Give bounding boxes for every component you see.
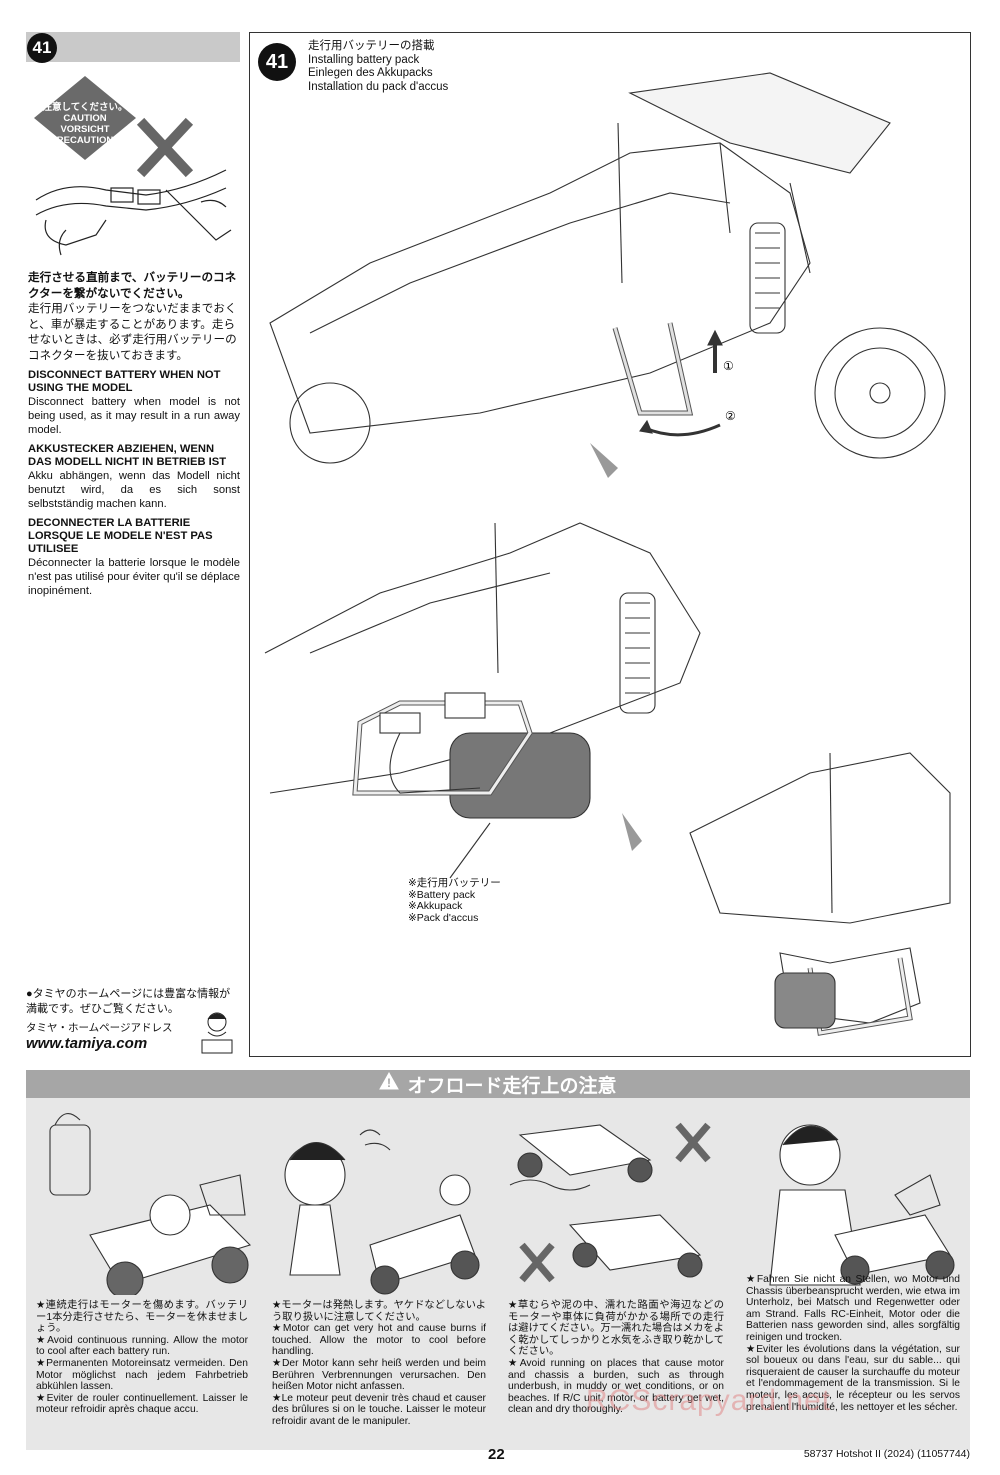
battery-label-fr: ※Pack d'accus (408, 911, 479, 924)
panel-4-de: ★Fahren Sie nicht an Stellen, wo Motor u… (746, 1274, 960, 1343)
clean-and-dry-illustration (769, 1124, 955, 1286)
footer-model-info: 58737 Hotshot II (2024) (11057744) (803, 1448, 970, 1460)
svg-text:!: ! (387, 1076, 391, 1090)
avoid-rough-terrain-illustration (509, 1122, 711, 1283)
panel-1-jp: ★連続走行はモーターを傷めます。バッテリー1本分走行させたら、モーターを休ませま… (36, 1300, 248, 1335)
battery-label-de: ※Akkupack (408, 900, 463, 912)
offroad-caution-title: オフロード走行上の注意 (407, 1075, 617, 1097)
caution-fr: PRECAUTIONS (50, 135, 120, 146)
warning-de-body: Akku abhängen, wenn das Modell nicht ben… (28, 470, 240, 510)
warning-en-body: Disconnect battery when model is not bei… (28, 396, 240, 436)
step-title-en: Installing battery pack (308, 53, 420, 66)
arrow-label-1: ① (723, 359, 734, 373)
warning-en-heading: DISCONNECT BATTERY WHEN NOT USING THE MO… (28, 369, 221, 394)
warning-triangle-icon: ! (379, 1071, 400, 1096)
panel-2-jp: ★モーターは発熱します。ヤケドなどしないよう取り扱いに注意してください。 (272, 1300, 486, 1323)
main-step-number: 41 (258, 43, 296, 81)
step-frame (249, 32, 971, 1057)
offroad-caution-header: ! オフロード走行上の注意 (26, 1070, 970, 1098)
side-warning-text: 走行させる直前まで、バッテリーのコネクターを繋がないでください。 走行用バッテリ… (28, 270, 240, 598)
caution-panel-1: ★連続走行はモーターを傷めます。バッテリー1本分走行させたら、モーターを休ませま… (36, 1300, 248, 1416)
panel-1-de: ★Permanenten Motoreinsatz vermeiden. Den… (36, 1357, 248, 1393)
battery-pack-label: ※走行用バッテリー ※Battery pack ※Akkupack ※Pack … (408, 877, 501, 924)
caution-en: CAUTION (63, 113, 107, 124)
page-number: 22 (488, 1446, 505, 1463)
panel-3-en: ★Avoid running on places that cause moto… (508, 1357, 724, 1416)
caution-panel-4: ★Fahren Sie nicht an Stellen, wo Motor u… (746, 1274, 960, 1413)
panel-4-fr: ★Eviter les évolutions dans la végétatio… (746, 1343, 960, 1413)
warning-jp: 走行させる直前まで、バッテリーのコネクターを繋がないでください。 走行用バッテリ… (28, 270, 240, 363)
step-title-de: Einlegen des Akkupacks (308, 67, 433, 80)
step-title-jp: 走行用バッテリーの搭載 (308, 40, 435, 52)
battery-install-diagram: ① ② (264, 72, 951, 1036)
warning-jp-body: 走行用バッテリーをつないだままでおくと、車が暴走することがあります。走らせないと… (28, 302, 237, 362)
caution-jp: 注意してください。 (42, 102, 128, 113)
warning-jp-bold: 走行させる直前まで、バッテリーのコネクターを繋がないでください。 (28, 271, 237, 300)
panel-3-jp: ★草むらや泥の中、濡れた路面や海辺などの モーターや車体に負荷がかかる場所での走… (508, 1300, 724, 1358)
step-number-badge: 41 (27, 33, 57, 63)
caution-de: VORSICHT (60, 124, 110, 135)
panel-2-de: ★Der Motor kann sehr heiß werden und bei… (272, 1357, 486, 1393)
panel-1-en: ★Avoid continuous running. Allow the mot… (36, 1334, 248, 1358)
battery-label-jp: ※走行用バッテリー (408, 877, 501, 889)
panel-2-fr: ★Le moteur peut devenir très chaud et ca… (272, 1392, 486, 1427)
warning-de-heading: AKKUSTECKER ABZIEHEN, WENN DAS MODELL NI… (28, 443, 227, 468)
panel-1-fr: ★Eviter de rouler continuellement. Laiss… (36, 1392, 248, 1416)
step-header-bar (26, 32, 240, 62)
hot-motor-illustration (284, 1129, 480, 1295)
watermark: RCScrapyard.net (586, 1384, 832, 1417)
warning-fr-heading: DECONNECTER LA BATTERIE LORSQUE LE MODEL… (28, 517, 213, 555)
caution-panel-2: ★モーターは発熱します。ヤケドなどしないよう取り扱いに注意してください。 ★Mo… (272, 1300, 486, 1428)
tamiya-info-text: ●タミヤのホームページには豊富な情報が満載です。ぜひご覧ください。 (26, 988, 231, 1015)
caution-panel-3: ★草むらや泥の中、濡れた路面や海辺などの モーターや車体に負荷がかかる場所での走… (508, 1300, 724, 1416)
warning-fr-body: Déconnecter la batterie lorsque le modèl… (28, 557, 240, 597)
arrow-label-2: ② (725, 409, 736, 423)
tamiya-address-label: タミヤ・ホームページアドレス (26, 1022, 173, 1034)
panel-2-en: ★Motor can get very hot and cause burns … (272, 1323, 486, 1358)
motor-cooling-illustration (49, 1113, 252, 1295)
disconnect-battery-illustration (35, 117, 232, 256)
battery-label-en: ※Battery pack (408, 888, 476, 901)
caution-badge: 注意してください。 CAUTION VORSICHT PRECAUTIONS (32, 74, 138, 162)
step-title-fr: Installation du pack d'accus (308, 81, 449, 94)
tamiya-url-link[interactable]: www.tamiya.com (26, 1035, 148, 1052)
mascot-icon (201, 1012, 233, 1054)
step-title-block: 走行用バッテリーの搭載 Installing battery pack Einl… (308, 40, 448, 95)
